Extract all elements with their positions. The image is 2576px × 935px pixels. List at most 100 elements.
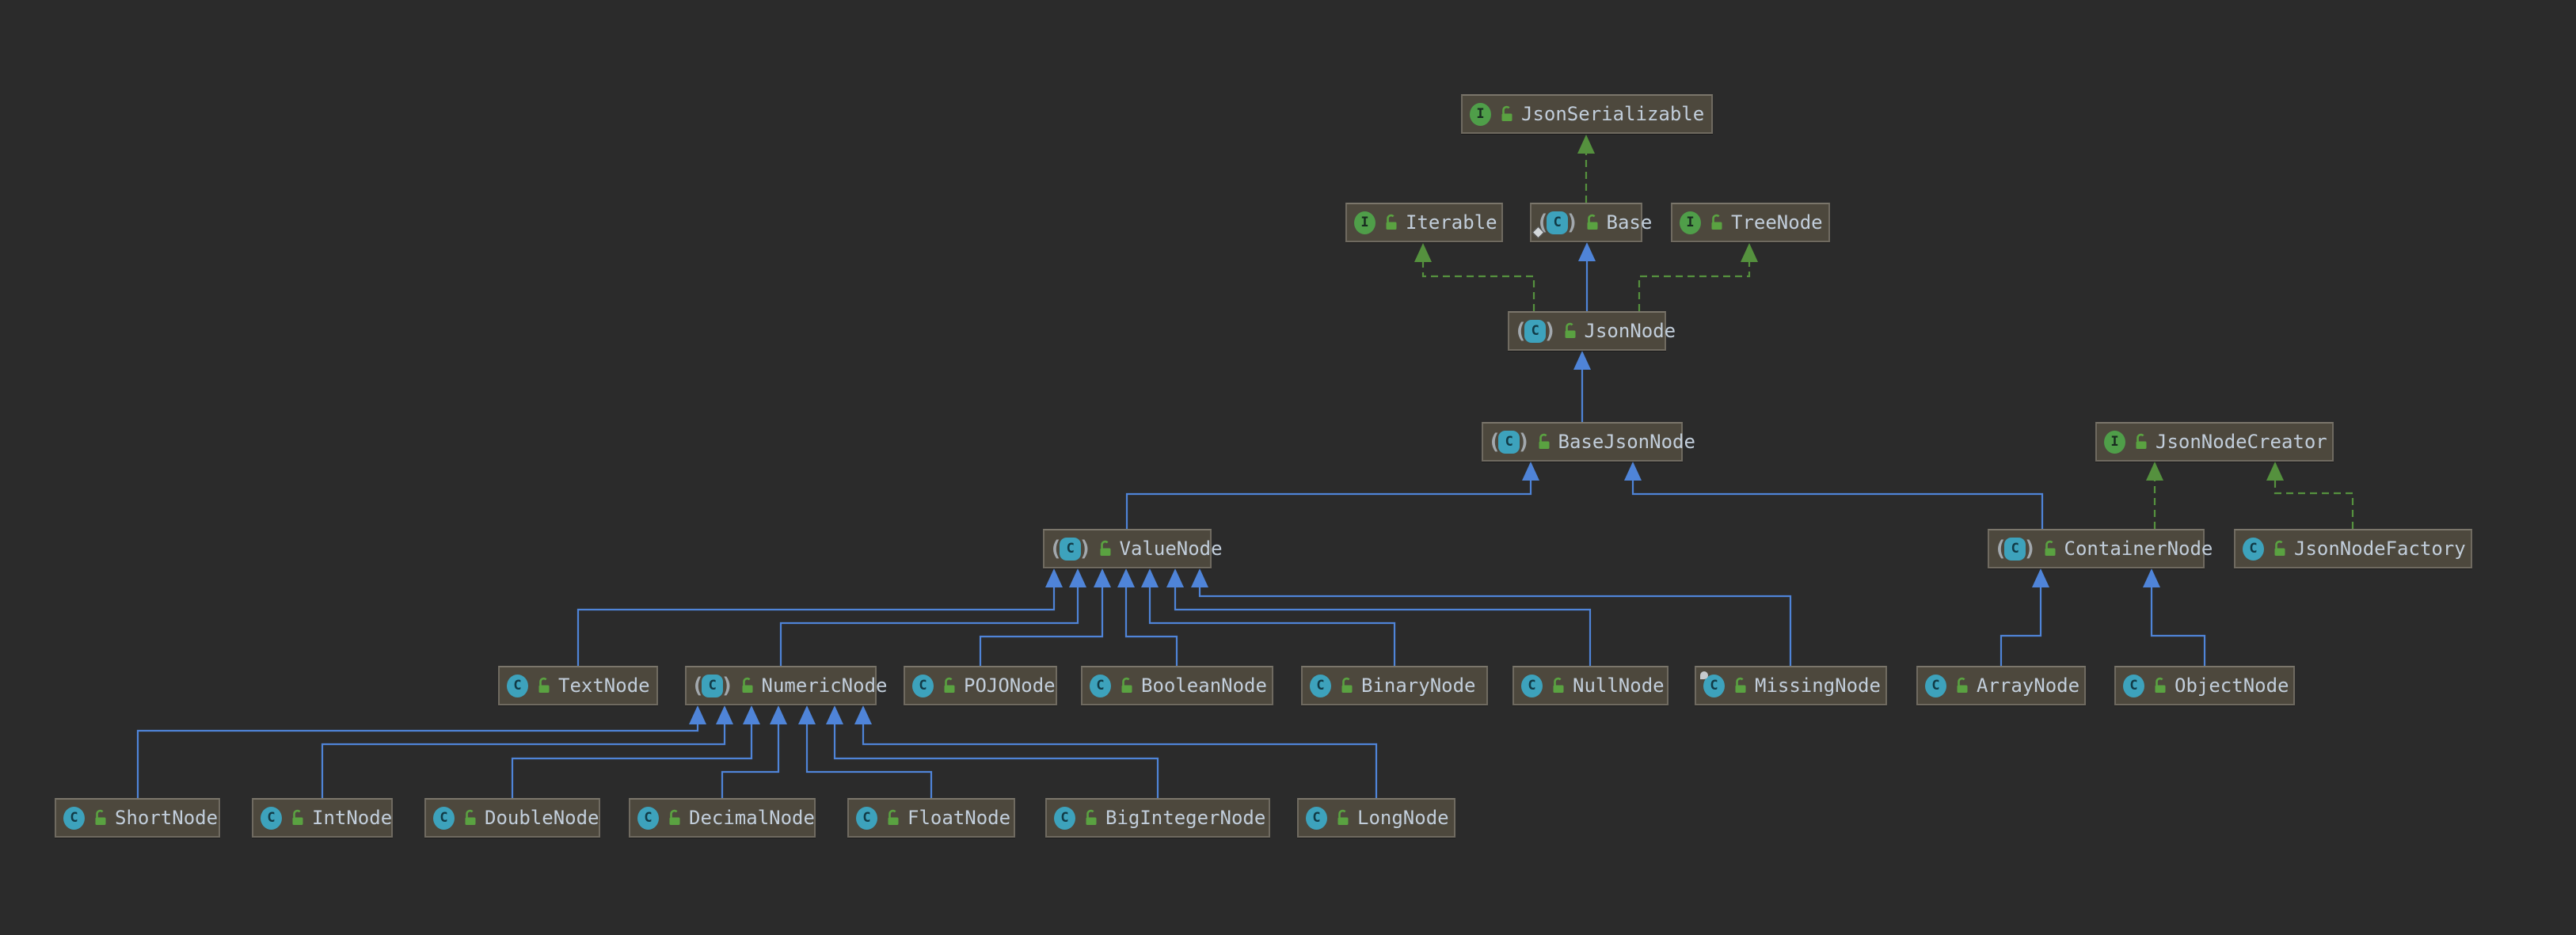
abstract-paren-right: ) — [2023, 536, 2037, 561]
class-icon: C — [63, 806, 85, 830]
public-open-lock-icon — [1711, 214, 1722, 230]
class-icon: C — [1700, 671, 1725, 697]
class-node-BaseJsonNode[interactable]: (C) BaseJsonNode — [1482, 422, 1695, 462]
class-letter-icon: C — [1498, 430, 1520, 454]
edge-ArrayNode-extends-ContainerNode — [2000, 568, 2049, 666]
node-label: DoubleNode — [485, 807, 599, 829]
arrowhead-icon — [826, 705, 843, 724]
edge-BinaryNode-extends-ValueNode — [1141, 568, 1396, 666]
abstract-class-icon: (C) — [1049, 536, 1092, 561]
arrowhead-icon — [1069, 568, 1086, 587]
node-label: JsonNodeCreator — [2156, 431, 2327, 453]
arrowhead-icon — [1522, 462, 1539, 481]
class-letter-icon: C — [856, 806, 877, 830]
class-letter-icon: C — [261, 806, 282, 830]
arrowhead-icon — [2266, 462, 2284, 481]
class-node-FloatNode[interactable]: C FloatNode — [847, 798, 1015, 838]
public-open-lock-icon — [1341, 677, 1353, 693]
arrowhead-icon — [743, 705, 760, 724]
class-icon: C — [1310, 674, 1331, 697]
class-letter-icon: C — [2123, 674, 2144, 697]
edge-JsonNode-extends-Base — [1578, 242, 1596, 311]
edge-Base-implements-JsonSerializable — [1577, 135, 1595, 203]
public-open-lock-icon — [1121, 677, 1132, 693]
class-icon: C — [856, 806, 877, 830]
class-letter-icon: C — [1090, 674, 1111, 697]
class-letter-icon: C — [637, 806, 659, 830]
public-open-lock-icon — [669, 809, 680, 825]
node-label: BaseJsonNode — [1558, 431, 1695, 453]
public-open-lock-icon — [1539, 433, 1550, 449]
edge-JsonNode-implements-Iterable — [1414, 243, 1535, 311]
public-open-lock-icon — [2274, 540, 2285, 556]
abstract-paren-left: ( — [1994, 536, 2007, 561]
abstract-paren-left: ( — [1514, 318, 1528, 344]
edge-DoubleNode-extends-NumericNode — [511, 705, 760, 798]
node-label: JsonNodeFactory — [2294, 538, 2466, 560]
public-open-lock-icon — [2155, 677, 2166, 693]
node-label: JsonNode — [1584, 320, 1676, 342]
class-node-ValueNode[interactable]: (C)ValueNode — [1043, 529, 1223, 568]
public-open-lock-icon — [1565, 322, 1576, 338]
node-label: Iterable — [1406, 211, 1497, 234]
edge-NumericNode-extends-ValueNode — [779, 568, 1086, 666]
class-letter-icon: C — [2004, 537, 2026, 561]
class-icon: C — [1925, 674, 1946, 697]
public-open-lock-icon — [742, 677, 753, 693]
class-node-JsonNode[interactable]: (C)JsonNode — [1508, 311, 1676, 351]
abstract-class-icon: (C) — [1488, 430, 1531, 454]
arrowhead-icon — [2143, 568, 2160, 587]
class-icon: C — [1306, 806, 1327, 830]
public-open-lock-icon — [2136, 433, 2147, 449]
class-node-BinaryNode[interactable]: C BinaryNode — [1301, 666, 1488, 705]
public-open-lock-icon — [1501, 105, 1512, 121]
class-node-ContainerNode[interactable]: (C)ContainerNode — [1988, 529, 2213, 568]
interface-letter-icon: I — [1680, 211, 1701, 234]
class-node-BigIntegerNode[interactable]: C BigIntegerNode — [1045, 798, 1270, 838]
node-label: BigIntegerNode — [1105, 807, 1266, 829]
arrowhead-icon — [2146, 462, 2163, 481]
edge-BooleanNode-extends-ValueNode — [1117, 568, 1178, 666]
arrowhead-icon — [1624, 462, 1642, 481]
arrowhead-icon — [1166, 568, 1184, 587]
class-node-JsonNodeCreator[interactable]: I JsonNodeCreator — [2095, 422, 2334, 462]
public-open-lock-icon — [1957, 677, 1968, 693]
arrowhead-icon — [2032, 568, 2049, 587]
class-node-NumericNode[interactable]: (C)NumericNode — [685, 666, 887, 705]
public-open-lock-icon — [95, 809, 106, 825]
class-node-JsonNodeFactory[interactable]: C JsonNodeFactory — [2234, 529, 2472, 568]
public-open-lock-icon — [1735, 677, 1746, 693]
class-icon: C — [1521, 674, 1543, 697]
class-icon: C — [2243, 537, 2264, 561]
class-letter-icon: C — [1054, 806, 1075, 830]
node-label: FloatNode — [907, 807, 1011, 829]
class-icon: C — [1054, 806, 1075, 830]
arrowhead-icon — [798, 705, 816, 724]
arrowhead-icon — [716, 705, 733, 724]
node-label: NumericNode — [761, 675, 888, 697]
class-letter-icon: C — [1310, 674, 1331, 697]
node-label: BinaryNode — [1361, 675, 1476, 697]
public-open-lock-icon — [2045, 540, 2056, 556]
class-node-Base[interactable]: (C)Base — [1530, 203, 1652, 242]
abstract-class-icon: (C) — [1994, 536, 2037, 561]
abstract-paren-left: ( — [1049, 536, 1063, 561]
interface-icon: I — [2104, 430, 2125, 454]
node-label: Base — [1606, 211, 1653, 234]
